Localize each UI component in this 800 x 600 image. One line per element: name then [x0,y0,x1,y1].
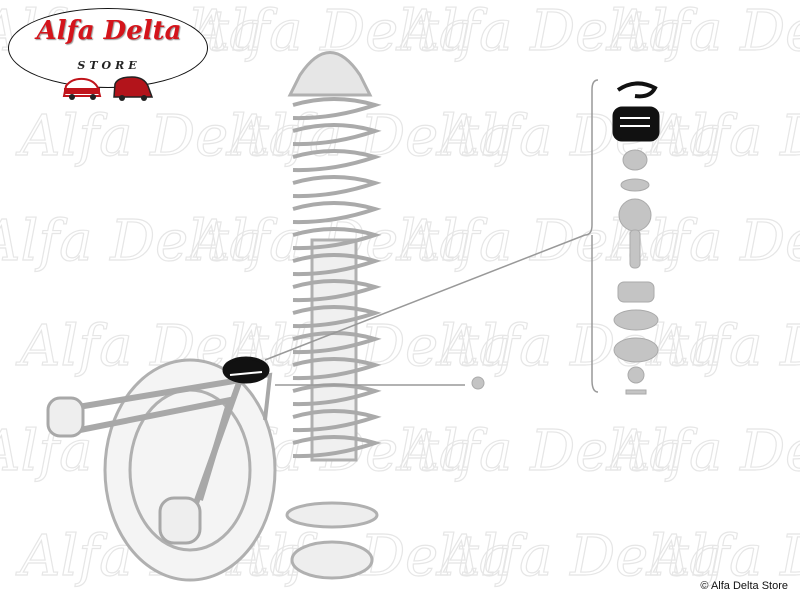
logo-oval [8,8,208,88]
watermark-text: Alfa Delta [15,104,302,169]
spring-coil [292,227,382,251]
spring-coil [292,97,382,121]
spring-coil [292,331,382,355]
watermark-text: Alfa Delta [0,209,262,274]
coil-spring [292,97,382,459]
brake-drum [103,358,277,582]
spring-coil [292,357,382,381]
spring-coil [292,383,382,407]
spring-coil [292,175,382,199]
watermark-text: Alfa Delta [395,419,682,484]
spring-coil [292,201,382,225]
watermark-text: Alfa Delta [605,0,800,64]
watermark-text: Alfa Delta [645,314,800,379]
copyright-notice: © Alfa Delta Store [700,580,788,592]
watermark-text: Alfa Delta [435,314,722,379]
watermark-text: Alfa Delta [435,104,722,169]
watermark-text: Alfa Delta [395,0,682,64]
spring-coil [292,253,382,277]
spring-seats [285,501,379,580]
spring-coil [292,409,382,433]
leader-lines [264,79,599,393]
spring-coil [292,123,382,147]
spring-coil [292,279,382,303]
spring-coil [292,435,382,459]
logo-brand-text: Alfa Delta [36,16,182,46]
highlighted-parts [222,81,660,384]
classic-cars-icon [62,76,154,101]
logo-store-text: STORE [77,59,141,72]
watermark-text: Alfa Delta [435,524,722,589]
ball-joint-parts [471,149,659,395]
watermark-text: Alfa Delta [605,419,800,484]
watermark-text: Alfa Delta [645,524,800,589]
alfa-delta-store-logo[interactable]: Alfa Delta STORE [8,8,210,101]
spring-coil [292,149,382,173]
watermark-text: Alfa Delta [645,104,800,169]
spring-coil [292,305,382,329]
